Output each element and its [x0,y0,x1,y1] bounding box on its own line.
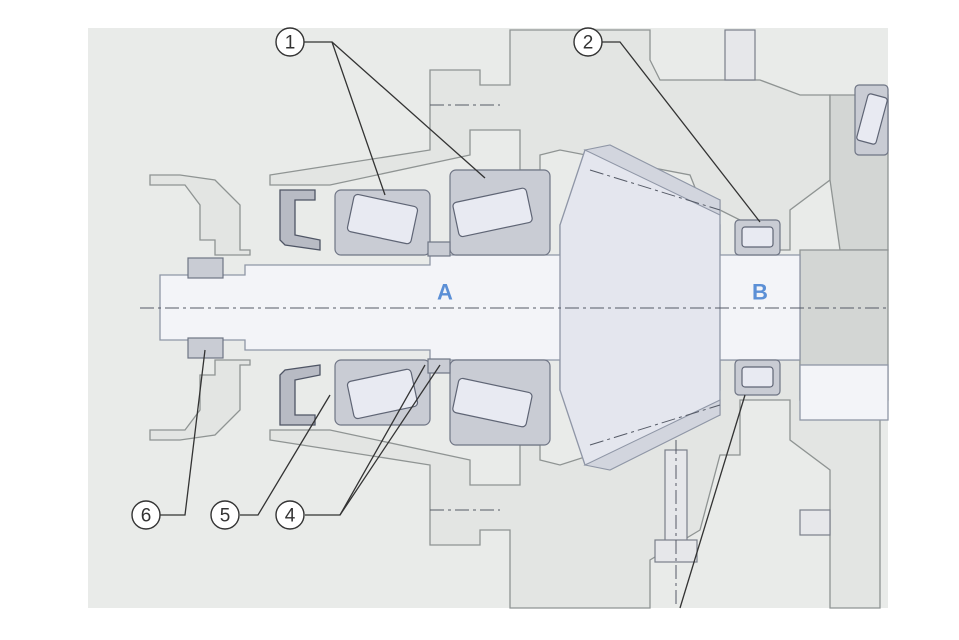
callout-6-label: 6 [141,506,152,527]
leader-6 [160,349,206,516]
bearing-1a-roller-upper [346,193,419,245]
seal-upper [279,189,321,251]
callout-2: 2 [573,27,603,57]
pinion-centerline-lower [589,404,721,446]
pinion-teeth-lower [583,399,721,471]
spacer-upper [427,241,451,257]
flange-upper [149,174,251,256]
bearing-b-roller-upper [741,226,774,248]
callout-4: 4 [275,500,305,530]
bearing-b-roller-lower [741,366,774,388]
output-shaft [799,364,889,421]
bolt-top [724,29,756,81]
nut-right [799,509,831,536]
leader-2 [602,41,761,223]
leader-1b [331,41,486,179]
bearing-1a-roller-lower [346,368,419,420]
nut-lower [187,337,224,359]
leader-4b [339,364,441,516]
pinion-centerline-upper [589,169,721,211]
housing-lower [269,359,881,609]
flange-lower [149,359,251,441]
leader-5 [240,394,331,516]
top-right-bearing-roller [856,93,888,145]
callout-1: 1 [275,27,305,57]
position-label-b: B [752,280,768,305]
bearing-1b-roller-lower [452,377,533,428]
pinion-teeth-upper [583,144,721,216]
bearing-1b-roller-upper [452,187,533,238]
position-label-a: A [437,280,453,305]
leader-b-lower [679,394,746,609]
callout-6: 6 [131,500,161,530]
callout-1-label: 1 [285,33,296,54]
callout-5: 5 [210,500,240,530]
callout-2-label: 2 [583,33,594,54]
callout-5-label: 5 [220,506,231,527]
callout-4-label: 4 [285,506,296,527]
nut-upper [187,257,224,279]
housing-upper [269,29,831,251]
